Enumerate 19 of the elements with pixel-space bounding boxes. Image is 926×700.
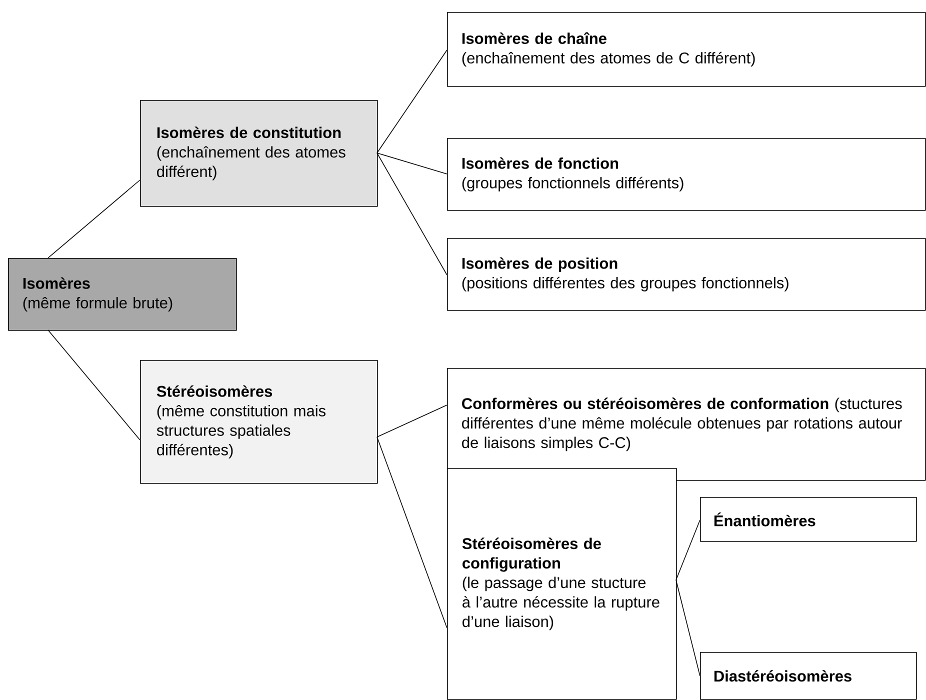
category-box: Isomères de position (positions différentes des groupes fonctionnels) [447,238,926,311]
category-box: Isomères de chaîne (enchaînement des atomes de C différent) [447,12,926,87]
category-box: Stéréoisomères (même constitution mais structures spatiales différentes) [140,360,378,484]
connector-line [676,580,700,676]
connector-line [376,404,448,438]
connector-line [376,50,448,154]
category-box: Isomères de constitution (enchaînement des atomes différent) [140,100,378,207]
category-box: Isomères (même formule brute) [8,258,237,331]
category-box: Énantiomères [700,497,917,542]
connector-line [676,520,700,580]
category-box: Diastéréoisomères [700,652,917,700]
category-box: Isomères de fonction (groupes fonctionnels différents) [447,138,926,211]
connector-line [376,436,448,628]
category-box: Conformères ou stéréoisomères de conformation (stuctures différentes d’une même molécule obtenues par rotations autour de liaisons simples C-C) [447,368,926,481]
connector-line [48,180,140,258]
connector-line [376,152,448,276]
connector-line [376,152,448,174]
connector-line [48,330,140,440]
category-box: Stéréoisomères de configuration (le passage d’une stucture à l’autre nécessite la rupture d’une liaison) [447,468,677,700]
